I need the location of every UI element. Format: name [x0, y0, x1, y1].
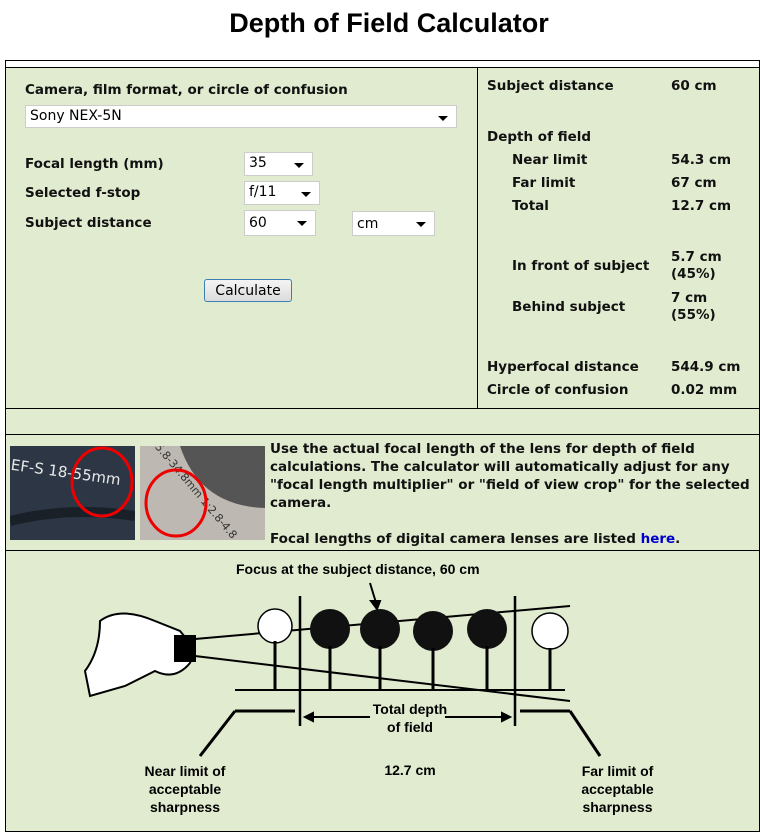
distance-unit-select[interactable]: cm: [352, 211, 435, 236]
fstop-label: Selected f-stop: [25, 185, 141, 201]
camera-select[interactable]: Sony NEX-5N: [25, 105, 457, 128]
focal-length-value: 35: [249, 155, 267, 171]
distance-unit-value: cm: [357, 216, 379, 232]
behind-label: Behind subject: [512, 299, 626, 315]
total-label: Total: [512, 198, 549, 214]
front-percent: (45%): [671, 266, 716, 282]
focal-length-select[interactable]: 35: [244, 152, 313, 176]
subject-distance-result: 60 cm: [671, 78, 717, 94]
dof-diagram: [83, 582, 602, 757]
info-paragraph: Use the actual focal length of the lens …: [270, 441, 750, 511]
near-limit-caption: Near limit of acceptable sharpness: [144, 763, 226, 815]
front-label: In front of subject: [512, 258, 650, 274]
subject-distance-label: Subject distance: [25, 215, 152, 231]
far-limit-label: Far limit: [512, 175, 576, 191]
dof-heading: Depth of field: [487, 129, 592, 145]
link-prefix: Focal lengths of digital camera lenses a…: [270, 531, 641, 547]
total-value: 12.7 cm: [671, 198, 732, 214]
info-link-line: Focal lengths of digital camera lenses a…: [270, 530, 750, 548]
fstop-value: f/11: [249, 184, 277, 200]
results-panel: [477, 67, 760, 410]
total-dof-caption: Total depth of field: [372, 701, 448, 735]
lens-photo-1: EF-S 18-55mm: [10, 446, 135, 540]
info-text: Use the actual focal length of the lens …: [270, 440, 750, 548]
coc-label: Circle of confusion: [487, 382, 629, 398]
camera-label: Camera, film format, or circle of confus…: [25, 82, 348, 98]
table-top-border: [5, 60, 760, 67]
lens-list-link[interactable]: here: [640, 531, 676, 547]
hyperfocal-label: Hyperfocal distance: [487, 359, 639, 375]
front-value: 5.7 cm: [671, 249, 722, 265]
hyperfocal-value: 544.9 cm: [671, 359, 741, 375]
total-dof-value: 12.7 cm: [384, 762, 436, 778]
far-limit-caption: Far limit of acceptable sharpness: [581, 763, 654, 815]
near-limit-label: Near limit: [512, 152, 588, 168]
focal-length-label: Focal length (mm): [25, 156, 164, 172]
page-title: Depth of Field Calculator: [229, 8, 549, 38]
subject-distance-input[interactable]: 60: [244, 210, 316, 236]
near-limit-value: 54.3 cm: [671, 152, 732, 168]
fstop-select[interactable]: f/11: [244, 181, 320, 205]
link-suffix: .: [675, 531, 681, 547]
far-limit-value: 67 cm: [671, 175, 717, 191]
subject-distance-result-label: Subject distance: [487, 78, 614, 94]
focus-caption: Focus at the subject distance, 60 cm: [236, 561, 480, 577]
subject-distance-value: 60: [249, 215, 267, 231]
spacer-row: [5, 408, 760, 436]
calculate-button[interactable]: Calculate: [204, 279, 292, 302]
tree-icons: [257, 608, 569, 691]
behind-percent: (55%): [671, 307, 716, 323]
coc-value: 0.02 mm: [671, 382, 738, 398]
lens-photo-2: 5.8-34.8mm 1:2.8-4.8: [140, 446, 265, 540]
behind-value: 7 cm: [671, 290, 708, 306]
camera-select-value: Sony NEX-5N: [30, 108, 122, 124]
